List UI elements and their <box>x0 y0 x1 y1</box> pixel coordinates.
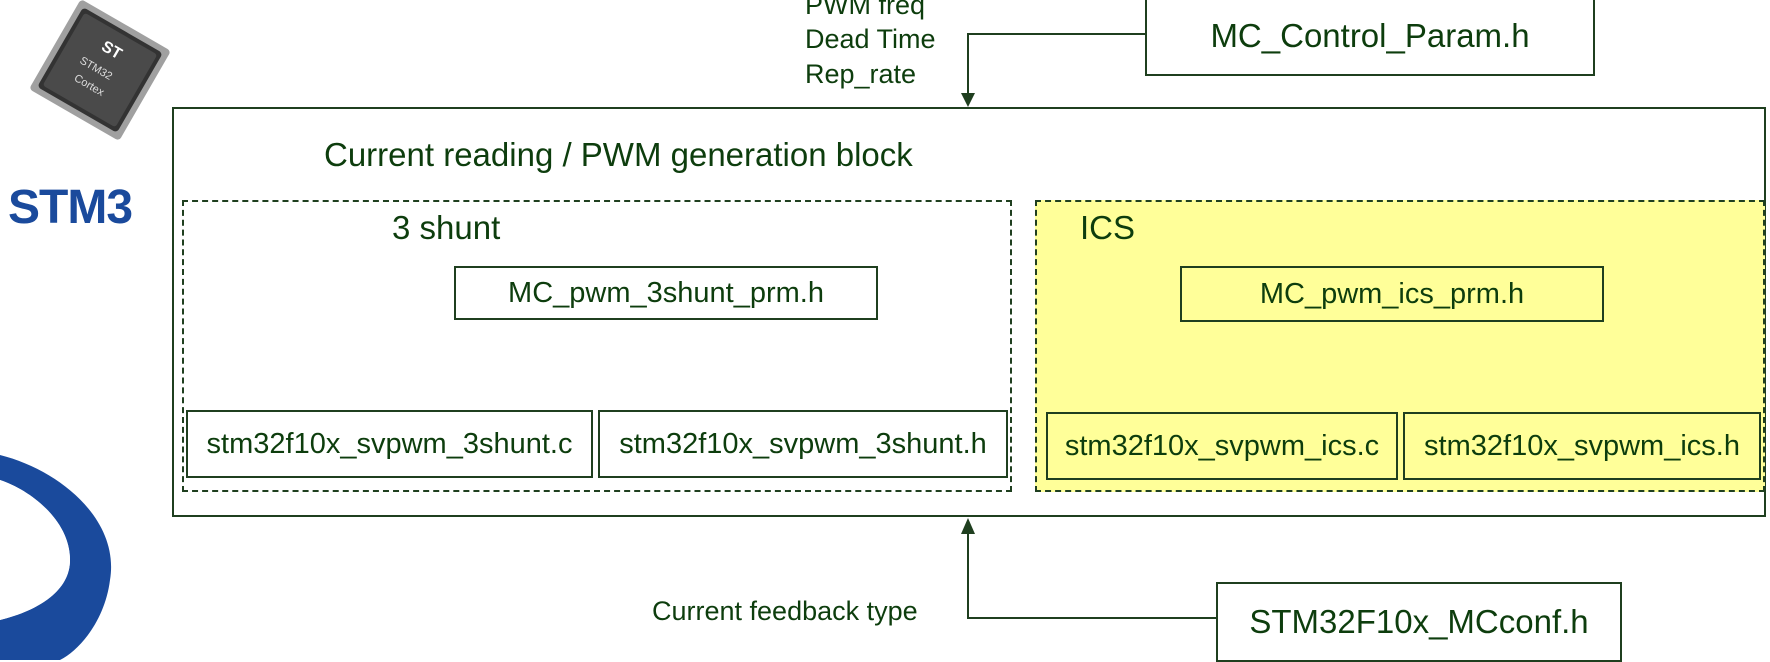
ics-title: ICS <box>1080 209 1136 246</box>
blue-swoosh-icon <box>0 455 112 660</box>
three-shunt-title: 3 shunt <box>392 209 501 246</box>
mcconf-file-box: STM32F10x_MCconf.h <box>1216 582 1622 662</box>
ics-c-file-box: stm32f10x_svpwm_ics.c <box>1046 412 1398 480</box>
three-shunt-group <box>182 200 1012 492</box>
current-feedback-label: Current feedback type <box>652 596 918 626</box>
three-shunt-prm-file-box: MC_pwm_3shunt_prm.h <box>454 266 878 320</box>
control-param-file-box: MC_Control_Param.h <box>1145 0 1595 76</box>
ics-h-file-box: stm32f10x_svpwm_ics.h <box>1403 412 1761 480</box>
three-shunt-h-file-box: stm32f10x_svpwm_3shunt.h <box>598 410 1008 478</box>
param-pwm-freq: PWM freq <box>805 0 926 20</box>
st-logo-artwork: ST STM32 Cortex <box>0 0 170 660</box>
three-shunt-c-file-box: stm32f10x_svpwm_3shunt.c <box>186 410 593 478</box>
stm32-chip-icon: ST STM32 Cortex <box>30 0 170 140</box>
ics-prm-file-box: MC_pwm_ics_prm.h <box>1180 266 1604 322</box>
param-rep-rate: Rep_rate <box>805 59 917 89</box>
param-dead-time: Dead Time <box>805 24 936 54</box>
main-block-title: Current reading / PWM generation block <box>324 136 913 173</box>
brand-text: STM3 <box>8 181 133 234</box>
